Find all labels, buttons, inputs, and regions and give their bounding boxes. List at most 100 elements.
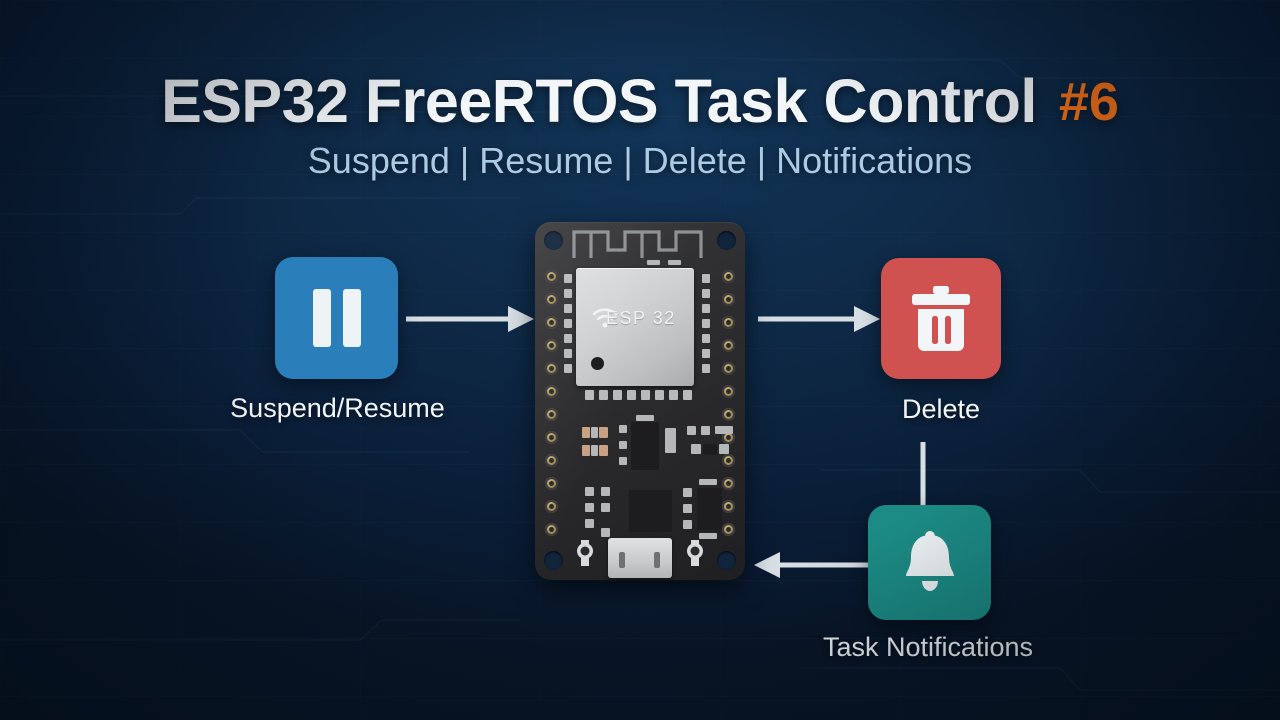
castellation-pad (702, 334, 710, 343)
smd-pad (601, 528, 610, 537)
castellation-pad (627, 390, 636, 400)
header-pin (722, 293, 735, 306)
smd-pad (619, 441, 627, 449)
smd-pad (636, 415, 654, 421)
header-pin (722, 362, 735, 375)
suspend-resume-tile[interactable] (275, 257, 398, 379)
smd-pad (719, 444, 729, 454)
castellation-pad (564, 304, 572, 313)
header-pin (545, 477, 558, 490)
castellation-pad (669, 390, 678, 400)
episode-badge: #6 (1058, 72, 1119, 132)
smd-pad (619, 425, 627, 433)
header-pin (545, 362, 558, 375)
boot-button[interactable] (575, 540, 595, 566)
header-pin (722, 339, 735, 352)
esp32-shield-can: ESP 32 (576, 268, 694, 386)
castellation-pad (655, 390, 664, 400)
chip-orientation-dot (591, 357, 604, 370)
header-pin (722, 385, 735, 398)
delete-tile[interactable] (881, 258, 1001, 379)
castellation-pad (599, 390, 608, 400)
usb-slot-right (654, 552, 660, 568)
header-pin (545, 339, 558, 352)
smd-pad (683, 488, 692, 497)
connector-board-to-delete (758, 306, 880, 332)
delete-label: Delete (901, 394, 981, 424)
pcb-antenna-trace (572, 230, 703, 258)
header-pin (545, 316, 558, 329)
usb-bridge-ic (629, 490, 672, 532)
smd-resistor (599, 427, 608, 438)
smd-pad (585, 519, 594, 528)
header-pin (545, 500, 558, 513)
subtitle: Suspend | Resume | Delete | Notification… (307, 140, 973, 181)
ic-package (631, 422, 659, 470)
smd-pad (687, 426, 696, 435)
smd-resistor (582, 427, 590, 438)
castellation-pad (702, 349, 710, 358)
smd-resistor (715, 426, 733, 434)
smd-pad (601, 487, 610, 496)
header-pin (545, 408, 558, 421)
header-pin (545, 385, 558, 398)
castellation-pad (564, 319, 572, 328)
smd-diode (703, 444, 717, 455)
trash-icon (912, 285, 970, 351)
header-pin (722, 500, 735, 513)
chip-label: ESP 32 (606, 308, 676, 328)
smd-pad-a (647, 260, 660, 265)
mount-hole-top-right (717, 231, 736, 250)
mount-hole-bottom-left (544, 551, 563, 570)
title-row: ESP32 FreeRTOS Task Control #6 (0, 66, 1280, 136)
esp32-devboard: ESP 32 (535, 222, 745, 580)
castellation-pad (585, 390, 594, 400)
smd-capacitor (665, 428, 676, 453)
header-pin (722, 477, 735, 490)
connector-suspend-to-board (406, 306, 534, 332)
castellation-pad (702, 364, 710, 373)
smd-pad-b (668, 260, 681, 265)
castellation-pad (564, 289, 572, 298)
castellation-pad (702, 274, 710, 283)
castellation-pad (702, 289, 710, 298)
smd-pad (691, 444, 701, 454)
smd-resistor (599, 445, 608, 456)
header-pin (722, 408, 735, 421)
castellation-pad (564, 364, 572, 373)
header-pin (722, 523, 735, 536)
header-pin (545, 270, 558, 283)
bell-icon (905, 530, 954, 591)
castellation-pad (564, 334, 572, 343)
page-title: ESP32 FreeRTOS Task Control (161, 67, 1037, 135)
header-pin (545, 454, 558, 467)
castellation-pad (702, 319, 710, 328)
smd-pad (619, 457, 627, 465)
pause-icon-bar-right (342, 289, 361, 347)
pause-icon-bar-left (312, 289, 331, 347)
smd-pad (701, 426, 710, 435)
castellation-pad (683, 390, 692, 400)
smd-pad (699, 533, 717, 539)
mount-hole-top-left (544, 231, 563, 250)
smd-resistor (591, 427, 598, 438)
regulator-ic (697, 488, 722, 530)
mount-hole-bottom-right (717, 551, 736, 570)
connector-delete-to-notifications (920, 442, 926, 508)
micro-usb-port[interactable] (608, 538, 672, 578)
smd-resistor (582, 445, 590, 456)
smd-pad (683, 504, 692, 513)
task-notifications-tile[interactable] (868, 505, 991, 620)
smd-resistor (591, 445, 598, 456)
smd-pad (601, 503, 610, 512)
smd-pad (585, 503, 594, 512)
suspend-resume-label: Suspend/Resume (230, 393, 445, 423)
castellation-pad (564, 274, 572, 283)
task-notifications-label: Task Notifications (822, 632, 1034, 662)
smd-pad (585, 487, 594, 496)
usb-slot-left (619, 552, 625, 568)
header-pin (722, 454, 735, 467)
reset-button[interactable] (685, 540, 705, 566)
header-pin (545, 293, 558, 306)
